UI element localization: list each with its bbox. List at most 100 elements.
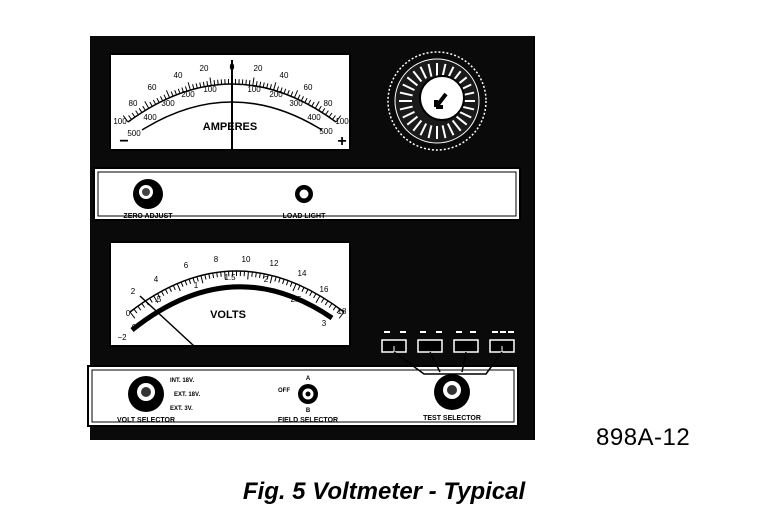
- knob-ridge: [441, 63, 447, 77]
- amp-inner-label: 500: [127, 129, 141, 138]
- minus-sign: −: [119, 133, 128, 150]
- ammeter-tick: [128, 115, 132, 120]
- voltmeter-needle: [139, 295, 195, 347]
- ammeter-tick: [184, 86, 188, 92]
- amp-inner-label: 100: [247, 85, 261, 94]
- voltmeter-tick: [278, 277, 281, 283]
- volt-mid-label: .5: [155, 295, 162, 304]
- ammeter-tick: [170, 91, 174, 97]
- voltmeter-tick: [220, 271, 222, 277]
- ammeter-tick: [321, 108, 326, 113]
- ammeter-tick: [318, 105, 322, 111]
- amp-outer-label: 40: [280, 71, 289, 80]
- voltmeter-tick: [176, 283, 181, 292]
- lower-control-panel: INT. 18V. EXT. 18V. EXT. 3V. VOLT SELECT…: [87, 351, 519, 427]
- load-light: [295, 185, 313, 203]
- voltmeter-tick: [129, 311, 136, 319]
- volt-outer-label: 18: [338, 307, 347, 316]
- amp-outer-label: 20: [200, 64, 209, 73]
- voltmeter-tick: [301, 287, 305, 292]
- voltmeter-tick: [297, 285, 301, 291]
- voltmeter-tick: [216, 272, 218, 278]
- knob-ridge: [427, 125, 433, 139]
- load-control-knob[interactable]: [387, 51, 487, 151]
- voltmeter-tick: [262, 273, 265, 279]
- knob-ridge: [402, 110, 415, 119]
- ammeter-tick: [209, 77, 212, 86]
- ammeter-tick: [192, 84, 195, 90]
- voltmeter-tick: [251, 271, 253, 277]
- ammeter-tick: [259, 81, 262, 87]
- ammeter-tick: [149, 101, 153, 107]
- figure-caption: Fig. 5 Voltmeter - Typical: [242, 478, 526, 505]
- ammeter-tick: [293, 90, 299, 98]
- ammeter-tick: [328, 112, 333, 118]
- volt-selector-knob[interactable]: [128, 376, 164, 412]
- test-selector-knob[interactable]: [434, 374, 470, 410]
- ammeter-tick: [273, 82, 277, 91]
- voltmeter-tick: [332, 305, 337, 311]
- voltmeter-tick: [153, 295, 159, 303]
- volt-outer-label: 2: [131, 287, 136, 296]
- ammeter-tick: [177, 88, 181, 94]
- test-selector-label: TEST SELECTOR: [423, 415, 481, 422]
- upper-control-panel: ZERO ADJUST LOAD LIGHT: [93, 167, 521, 221]
- indicator-marker: [508, 331, 514, 333]
- volt-mid-label: 3: [322, 319, 327, 328]
- field-position-label: A: [306, 376, 311, 382]
- ammeter-tick: [262, 82, 265, 88]
- knob-ridge: [419, 66, 428, 79]
- amperes-label: AMPERES: [203, 121, 257, 133]
- indicator-marker: [500, 331, 506, 333]
- voltmeter-tick: [255, 272, 257, 278]
- ammeter-tick: [152, 99, 157, 105]
- knob-ridge: [412, 119, 423, 132]
- amp-outer-label: 100: [335, 117, 349, 126]
- knob-ridge: [406, 76, 419, 87]
- ammeter-tick: [332, 115, 336, 120]
- ammeter-tick: [195, 83, 198, 89]
- volt-mid-label: 2.5: [290, 295, 302, 304]
- field-selector-switch[interactable]: [298, 384, 318, 404]
- voltmeter-tick: [164, 288, 169, 294]
- voltmeter-tick: [141, 303, 146, 308]
- knob-ridge: [419, 123, 428, 136]
- voltmeter-tick: [274, 276, 277, 282]
- ammeter-tick: [156, 97, 160, 103]
- knob-ridge: [451, 119, 462, 132]
- amp-outer-label: 40: [174, 71, 183, 80]
- knob-ridge: [402, 83, 415, 92]
- ammeter-tick: [314, 101, 320, 109]
- figure-reference-code: 898A-12: [596, 424, 691, 451]
- amp-outer-label: 80: [324, 99, 333, 108]
- ammeter-tick: [335, 115, 342, 123]
- zero-adjust-label: ZERO ADJUST: [123, 213, 173, 220]
- volt-mid-label: 0: [126, 309, 131, 318]
- amp-inner-label: 200: [181, 90, 195, 99]
- voltmeter-tick: [200, 275, 204, 284]
- amp-outer-label: 60: [304, 83, 313, 92]
- voltmeter-tick: [180, 281, 184, 287]
- volt-outer-label: 8: [214, 255, 219, 264]
- ammeter-tick: [276, 86, 280, 92]
- ammeter-tick: [325, 110, 329, 116]
- voltmeter-tick: [328, 303, 333, 308]
- volt-inner-label: 0: [132, 323, 137, 332]
- zero-adjust-knob[interactable]: [133, 179, 163, 209]
- ammeter-tick: [255, 81, 258, 87]
- field-selector-label: FIELD SELECTOR: [278, 417, 338, 424]
- amp-inner-label: 200: [269, 90, 283, 99]
- ammeter-tick: [138, 108, 143, 113]
- plus-sign: +: [337, 133, 346, 150]
- voltmeter-tick: [149, 297, 153, 303]
- voltmeter-tick: [161, 291, 165, 296]
- ammeter-tick: [174, 89, 177, 95]
- voltmeter-tick: [338, 311, 345, 319]
- ammeter-tick: [269, 84, 272, 90]
- volt-outer-label: 12: [270, 259, 279, 268]
- ammeter-tick: [252, 77, 255, 86]
- indicator-marker: [384, 331, 390, 333]
- ammeter-tick: [311, 101, 315, 107]
- knob-ridge: [459, 110, 472, 119]
- amp-zero-label: 0: [229, 62, 234, 72]
